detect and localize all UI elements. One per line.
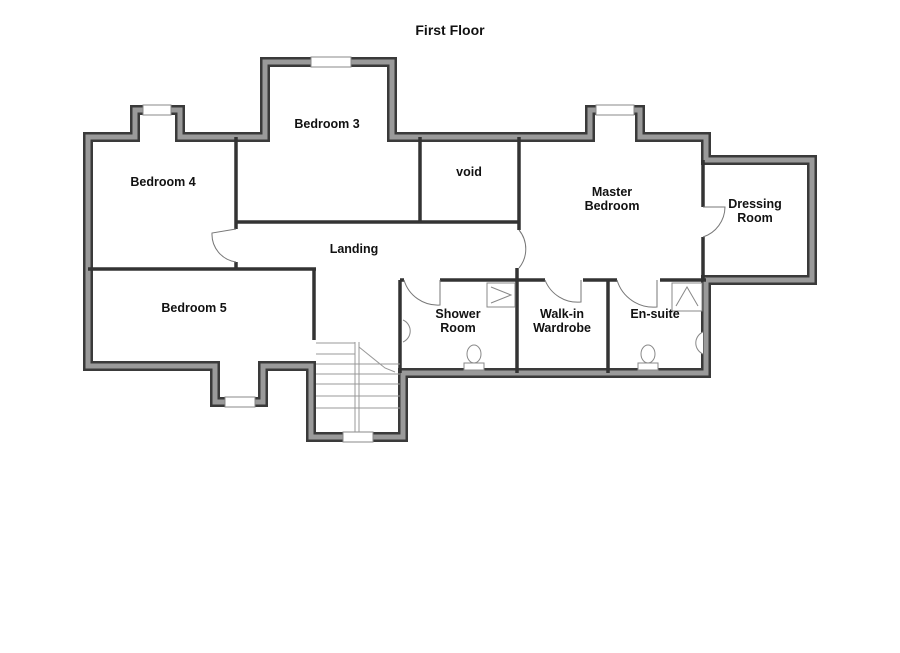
- door-ensuite: [616, 279, 658, 308]
- window-bedroom3: [310, 56, 352, 68]
- floor-title: First Floor: [415, 22, 485, 38]
- doors: [211, 206, 726, 308]
- room-label-bedroom4: Bedroom 4: [130, 175, 196, 189]
- door-master: [518, 229, 527, 269]
- room-label-shower-room: Shower Room: [435, 307, 480, 335]
- dressing-line1: Dressing: [728, 197, 782, 211]
- windows: [142, 56, 635, 443]
- room-label-bedroom5: Bedroom 5: [161, 301, 227, 315]
- basin-icon: [695, 331, 704, 355]
- staircase: [316, 342, 400, 432]
- door-walkin: [544, 279, 582, 303]
- shower-line2: Room: [440, 321, 476, 335]
- walkin-line2: Wardrobe: [533, 321, 591, 335]
- room-label-landing: Landing: [329, 242, 379, 256]
- door-shower: [403, 279, 441, 306]
- door-dressing: [702, 206, 726, 238]
- fixtures: [402, 282, 704, 371]
- room-label-bedroom3: Bedroom 3: [294, 117, 360, 131]
- room-label-dressing-room: Dressing Room: [728, 197, 782, 225]
- window-bedroom4: [142, 104, 172, 116]
- dressing-line2: Room: [737, 211, 773, 225]
- internal-walls: [88, 137, 706, 373]
- room-label-master-bedroom: Master Bedroom: [585, 185, 640, 213]
- basin-icon: [402, 319, 411, 343]
- toilet-icon: [466, 344, 482, 364]
- window-master: [595, 104, 635, 116]
- walkin-line1: Walk-in: [540, 307, 584, 321]
- room-label-void: void: [456, 165, 482, 179]
- master-line2: Bedroom: [584, 199, 640, 213]
- master-line1: Master: [591, 185, 633, 199]
- window-stairs: [342, 431, 374, 443]
- door-bedroom4: [211, 228, 237, 263]
- room-label-walk-in-wardrobe: Walk-in Wardrobe: [533, 307, 591, 335]
- shower-line1: Shower: [435, 307, 481, 321]
- room-label-en-suite: En-suite: [630, 307, 680, 321]
- toilet-icon: [640, 344, 656, 364]
- window-bedroom5: [224, 396, 256, 408]
